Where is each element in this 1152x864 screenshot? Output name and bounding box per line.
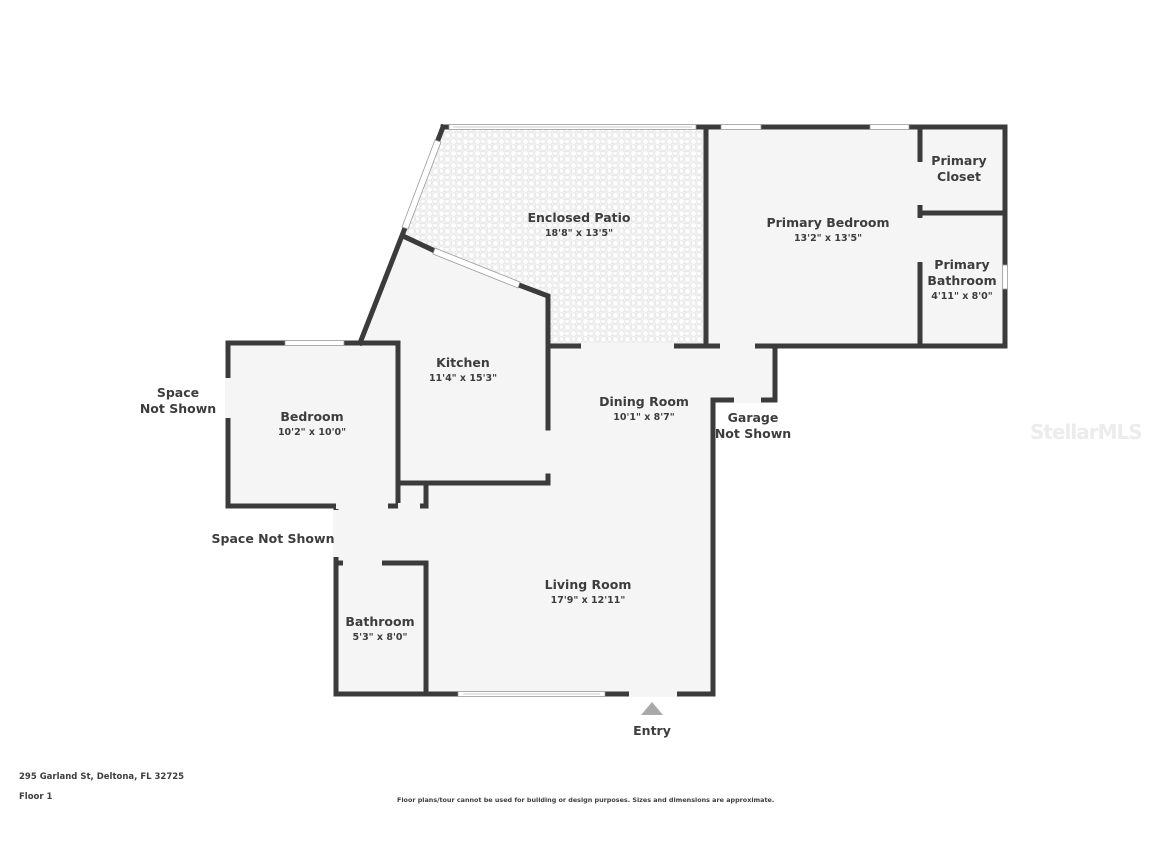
- floor-fills: [228, 127, 1005, 694]
- window-kitchen-angled: [432, 247, 521, 289]
- label-entry: Entry: [633, 723, 671, 738]
- primary-closet-floor: [920, 127, 1005, 213]
- room-dimensions: 10'1" x 8'7": [613, 412, 675, 423]
- room-dining-room: Dining Room 10'1" x 8'7": [599, 394, 689, 423]
- room-dimensions: 18'8" x 13'5": [545, 228, 613, 239]
- room-dimensions: 4'11" x 8'0": [931, 291, 993, 302]
- room-bathroom: Bathroom 5'3" x 8'0": [345, 614, 414, 643]
- label-space-not-shown-left: Space Not Shown: [140, 385, 216, 416]
- room-dimensions: 5'3" x 8'0": [353, 632, 408, 643]
- space-label-line2: Not Shown: [140, 401, 216, 416]
- garage-label-line2: Not Shown: [715, 426, 791, 441]
- windows: [284, 124, 1008, 697]
- room-name-line1: Primary: [931, 153, 986, 168]
- door-openings: [225, 162, 923, 697]
- primary-bathroom-floor: [920, 213, 1005, 346]
- dining-living-floor: [336, 346, 775, 694]
- disclaimer-text: Floor plans/tour cannot be used for buil…: [397, 796, 775, 804]
- room-primary-bedroom: Primary Bedroom 13'2" x 13'5": [766, 215, 889, 244]
- room-primary-bathroom: Primary Bathroom 4'11" x 8'0": [927, 257, 996, 302]
- room-bedroom: Bedroom 10'2" x 10'0": [278, 409, 346, 438]
- room-dimensions: 11'4" x 15'3": [429, 373, 497, 384]
- room-name-line1: Primary: [934, 257, 989, 272]
- room-name: Dining Room: [599, 394, 689, 409]
- floor-label: Floor 1: [19, 792, 53, 802]
- room-living-room: Living Room 17'9" x 12'11": [545, 577, 632, 606]
- room-name: Bathroom: [345, 614, 414, 629]
- room-name-line2: Bathroom: [927, 273, 996, 288]
- garage-label-line1: Garage: [728, 410, 779, 425]
- enclosed-patio-floor: [403, 127, 706, 346]
- window-bedroom-top-2: [869, 124, 910, 130]
- room-kitchen: Kitchen 11'4" x 15'3": [429, 355, 497, 384]
- room-primary-closet: Primary Closet: [931, 153, 986, 184]
- entry-arrow-icon: [641, 702, 663, 715]
- walls: [225, 123, 1008, 697]
- room-name: Kitchen: [436, 355, 490, 370]
- window-bedroom: [284, 340, 345, 346]
- address-label: 295 Garland St, Deltona, FL 32725: [19, 772, 185, 782]
- watermark-logo: StellarMLS: [1030, 420, 1143, 444]
- room-name: Bedroom: [280, 409, 343, 424]
- room-enclosed-patio: Enclosed Patio 18'8" x 13'5": [527, 210, 630, 239]
- bedroom-floor: [228, 343, 398, 506]
- room-dimensions: 13'2" x 13'5": [794, 233, 862, 244]
- room-name: Living Room: [545, 577, 632, 592]
- bathroom-floor: [336, 563, 426, 694]
- window-bedroom-top-1: [720, 124, 762, 130]
- label-space-not-shown-bottom: Space Not Shown: [212, 531, 335, 546]
- room-dimensions: 17'9" x 12'11": [551, 595, 626, 606]
- window-patio-angled: [401, 139, 442, 230]
- primary-bedroom-floor: [706, 127, 920, 346]
- room-name: Primary Bedroom: [766, 215, 889, 230]
- room-name: Enclosed Patio: [527, 210, 630, 225]
- label-garage-not-shown: Garage Not Shown: [715, 410, 791, 441]
- window-primary-bath: [1002, 264, 1008, 290]
- room-dimensions: 10'2" x 10'0": [278, 427, 346, 438]
- space-label-line1: Space: [157, 385, 199, 400]
- room-name-line2: Closet: [937, 169, 981, 184]
- kitchen-floor: [360, 236, 548, 483]
